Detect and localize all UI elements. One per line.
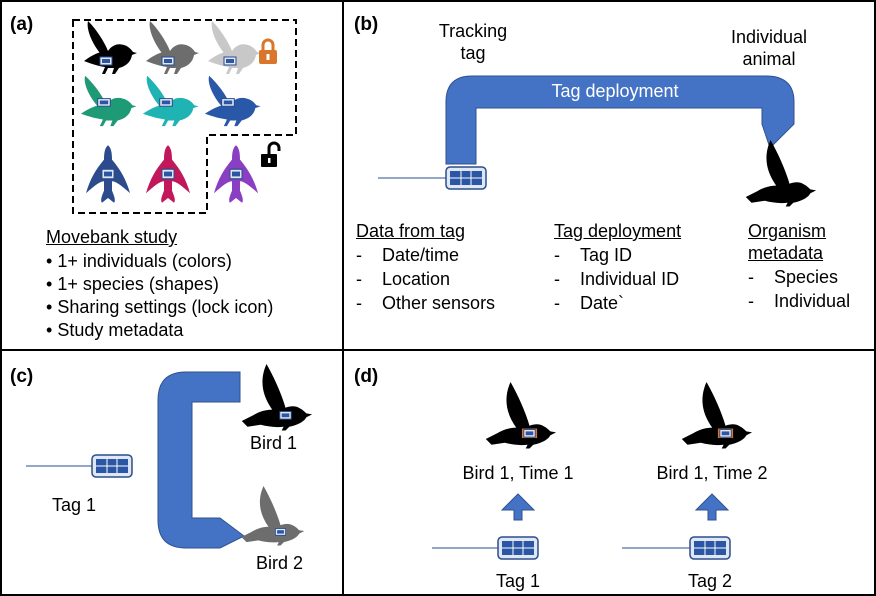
bird2-gray (241, 486, 305, 546)
bird-blue-species2 (204, 75, 261, 127)
bird-teal-species2 (142, 75, 199, 127)
panel-a-label: (a) (10, 14, 34, 35)
bird-lightgray-perch (208, 21, 261, 74)
column-item: - Date` (554, 293, 625, 313)
bird1-black (241, 364, 313, 431)
panel-b (378, 75, 817, 207)
bird-black-perch (84, 21, 137, 74)
column-item: - Date/time (356, 245, 460, 265)
bird-magenta-flying (146, 145, 190, 203)
study-bullets: • 1+ individuals (colors) • 1+ species (… (46, 250, 273, 342)
column-item: - Individual ID (554, 269, 680, 289)
bullet-item: • Sharing settings (lock icon) (46, 297, 274, 317)
panel-a (72, 19, 297, 214)
bird-time1 (485, 382, 557, 449)
column-item: - Tag ID (554, 245, 633, 265)
individual-animal-bird (745, 140, 817, 207)
lock-icon-closed (259, 38, 277, 64)
arrow-label: Tag deployment (551, 81, 679, 101)
bird-purple-flying (214, 145, 258, 203)
bullet-item: • 1+ individuals (colors) (46, 251, 232, 271)
bullet-item: • Study metadata (46, 320, 184, 340)
column-item: - Individual (748, 291, 851, 311)
bird-time2-label: Bird 1, Time 2 (656, 463, 768, 483)
organism-metadata-column: Organism metadata - Species - Individual (748, 220, 850, 312)
panel-c (26, 364, 313, 549)
bird-time1-label: Bird 1, Time 1 (462, 463, 574, 483)
movebank-study-heading: Movebank study (46, 227, 178, 247)
column-heading: metadata (748, 243, 824, 263)
tracking-tag-icon (445, 166, 487, 190)
bird1-label: Bird 1 (250, 433, 298, 453)
study-boundary (72, 19, 297, 214)
column-heading: Data from tag (356, 221, 466, 241)
lock-icon-open (261, 141, 281, 167)
tag-deployment-arrow (445, 75, 795, 165)
column-item: - Species (748, 267, 839, 287)
tag2-label-d: Tag 2 (687, 571, 733, 591)
tag2-icon-d (689, 536, 731, 560)
bird-navy-flying (86, 145, 130, 203)
tag1-icon (91, 454, 133, 478)
tag1-icon-d (497, 536, 539, 560)
up-arrow-1 (500, 493, 536, 521)
column-heading: Organism (748, 221, 827, 241)
panel-c-label: (c) (10, 366, 34, 387)
column-item: - Location (356, 269, 451, 289)
up-arrow-2 (694, 493, 730, 521)
tag-deployment-column: Tag deployment - Tag ID - Individual ID … (554, 220, 681, 314)
bullet-item: • 1+ species (shapes) (46, 274, 219, 294)
column-item: - Other sensors (356, 293, 496, 313)
bird2-label: Bird 2 (256, 553, 304, 573)
data-from-tag-column: Data from tag - Date/time - Location - O… (356, 220, 495, 314)
tag1-label: Tag 1 (52, 495, 97, 515)
bird-time2 (681, 382, 753, 449)
panel-b-label: (b) (354, 14, 379, 35)
column-heading: Tag deployment (554, 221, 682, 241)
panel-d (432, 382, 753, 560)
bird-gray-perch (146, 21, 199, 74)
panel-d-label: (d) (354, 366, 379, 387)
tag1-label-d: Tag 1 (495, 571, 541, 591)
bird-green-species2 (80, 75, 137, 127)
bracket-arrow (157, 371, 245, 549)
